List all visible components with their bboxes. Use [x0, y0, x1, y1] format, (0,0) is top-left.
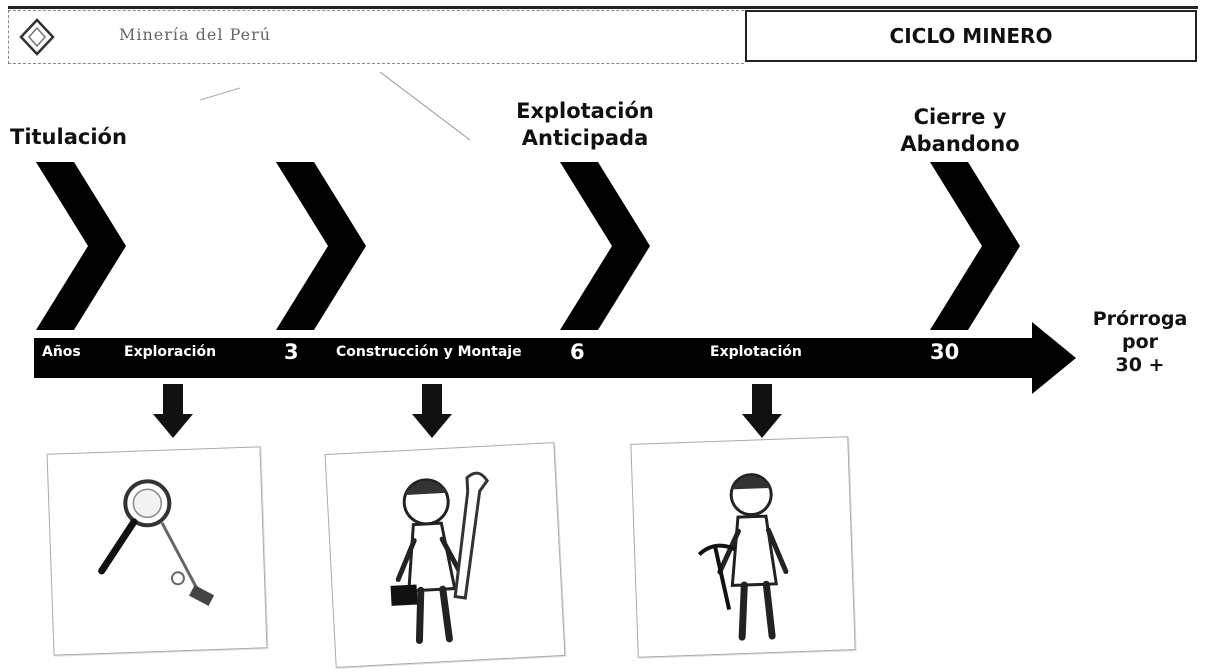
- logo-text: Minería del Perú: [119, 25, 272, 44]
- timeline-arrow: [34, 322, 1076, 394]
- chevron-construccion-icon: [276, 162, 366, 330]
- exploration-card: [46, 446, 268, 656]
- extension-label: Prórroga por 30 +: [1080, 308, 1200, 377]
- miner-pickaxe-icon: [697, 473, 789, 641]
- down-arrow-explotacion-icon: [742, 384, 782, 438]
- phase-explotacion-anticipada-label: Explotación Anticipada: [480, 98, 690, 152]
- down-arrow-construccion-icon: [412, 384, 452, 438]
- years-label: Años: [42, 344, 81, 360]
- down-arrow-exploracion-icon: [153, 384, 193, 438]
- chevron-explotacion-anticipada-icon: [560, 162, 650, 330]
- construccion-label: Construcción y Montaje: [336, 344, 522, 360]
- phase-titulacion-label: Titulación: [10, 125, 127, 149]
- header: Minería del Perú CICLO MINERO: [8, 6, 1198, 68]
- phase-cierre-label: Cierre y Abandono: [860, 104, 1060, 158]
- decor-line: [379, 71, 471, 141]
- phase-explotacion-anticipada-line1: Explotación: [516, 99, 654, 123]
- phase-cierre-line2: Abandono: [900, 132, 1020, 156]
- extension-line3: 30 +: [1115, 354, 1165, 376]
- year-3-label: 3: [284, 340, 299, 364]
- chevron-titulacion-icon: [36, 162, 126, 330]
- year-6-label: 6: [570, 340, 585, 364]
- extension-line1: Prórroga: [1092, 308, 1188, 330]
- exploracion-label: Exploración: [124, 344, 217, 360]
- chevron-cierre-icon: [930, 162, 1020, 330]
- worker-tools-icon: [390, 471, 489, 644]
- logo-icon: [19, 18, 55, 56]
- explotacion-label: Explotación: [710, 344, 802, 360]
- phase-cierre-line1: Cierre y: [913, 105, 1007, 129]
- decor-line: [199, 87, 241, 101]
- construction-card: [324, 442, 566, 668]
- header-left-panel: Minería del Perú: [8, 10, 744, 64]
- page-title: CICLO MINERO: [889, 24, 1053, 48]
- extension-line2: por: [1121, 331, 1159, 353]
- header-rule: [8, 6, 1198, 9]
- mining-card: [630, 436, 856, 658]
- phase-explotacion-anticipada-line2: Anticipada: [521, 126, 649, 150]
- title-box: CICLO MINERO: [745, 10, 1197, 62]
- year-30-label: 30: [930, 340, 960, 364]
- magnifier-keys-icon: [98, 479, 215, 606]
